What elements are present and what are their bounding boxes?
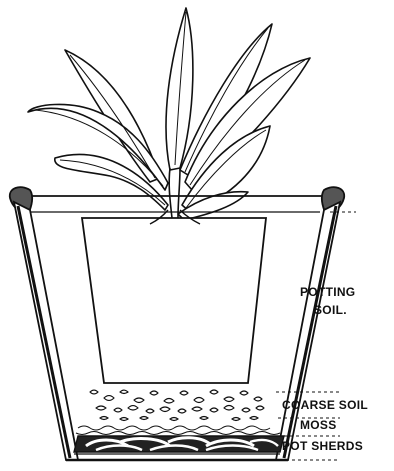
label-pot-sherds: POT SHERDS xyxy=(282,439,363,453)
label-potting: POTTING xyxy=(300,285,355,299)
stem xyxy=(169,168,180,218)
label-coarse-soil: COARSE SOIL xyxy=(282,398,368,412)
leaf-top xyxy=(166,8,193,170)
coarse-soil-layer xyxy=(90,390,264,421)
label-moss: MOSS xyxy=(300,418,337,432)
plant xyxy=(28,8,310,220)
moss-layer xyxy=(76,426,280,435)
pot-sherds-layer xyxy=(74,436,284,452)
root-ball xyxy=(82,218,266,383)
pot-wall-left xyxy=(14,202,78,460)
label-soil: SOIL. xyxy=(314,303,347,317)
